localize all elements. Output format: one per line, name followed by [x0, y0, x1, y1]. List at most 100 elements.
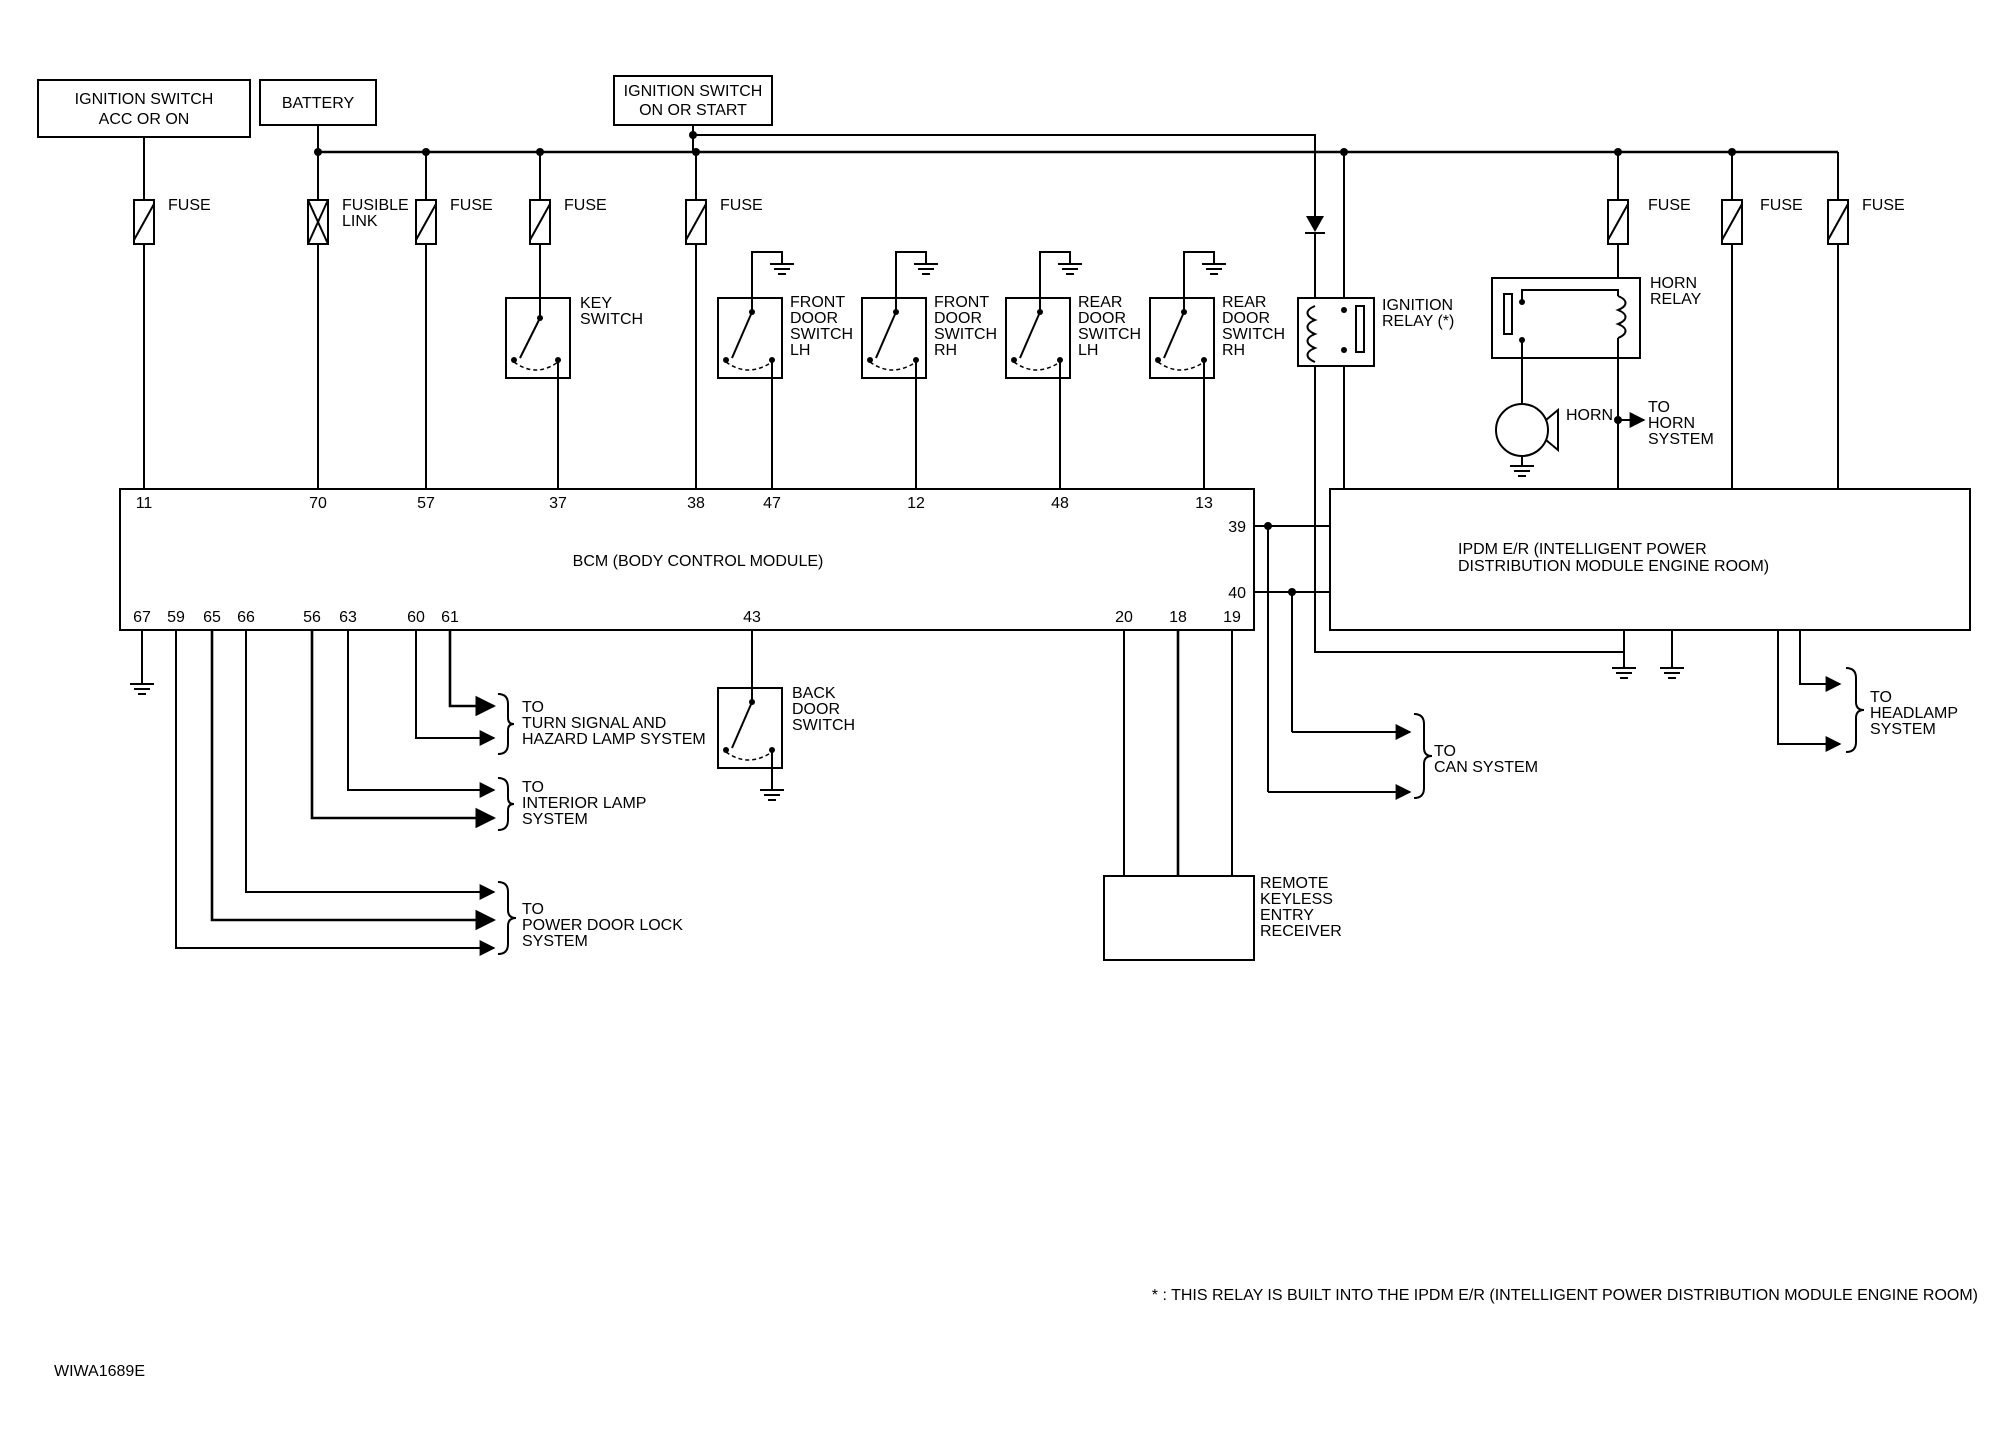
interior-brace — [497, 777, 515, 831]
to-lock-l1: TO — [522, 901, 544, 918]
back-door-switch — [717, 687, 784, 801]
to-lock-l3: SYSTEM — [522, 933, 588, 950]
pin-43: 43 — [743, 609, 761, 626]
ign-relay-l1: IGNITION — [1382, 297, 1453, 314]
to-can-l2: CAN SYSTEM — [1434, 759, 1538, 776]
back-door-l2: DOOR — [792, 701, 840, 718]
to-headlamp-l2: HEADLAMP — [1870, 705, 1958, 722]
pin-38: 38 — [687, 495, 705, 512]
rear-door-switch-lh — [1005, 251, 1082, 379]
headlamp-wire-1 — [1777, 630, 1842, 752]
relay-ground-wire — [1314, 366, 1624, 653]
to-turn-l1: TO — [522, 699, 544, 716]
rke-l3: ENTRY — [1260, 907, 1314, 924]
rd-lh-l1: REAR — [1078, 294, 1122, 311]
ipdm-label-2: DISTRIBUTION MODULE ENGINE ROOM) — [1458, 558, 1769, 575]
fuse-57 — [415, 199, 437, 245]
pin-37: 37 — [549, 495, 567, 512]
lock-wire-66 — [245, 630, 496, 900]
pin-19: 19 — [1223, 609, 1241, 626]
pin-70: 70 — [309, 495, 327, 512]
rd-lh-l3: SWITCH — [1078, 326, 1141, 343]
to-lock-l2: POWER DOOR LOCK — [522, 917, 683, 934]
fd-lh-l3: SWITCH — [790, 326, 853, 343]
pin-40: 40 — [1228, 585, 1246, 602]
interior-wire-63 — [347, 630, 496, 798]
headlamp-wire-2 — [1799, 630, 1842, 692]
rd-rh-l3: SWITCH — [1222, 326, 1285, 343]
to-can-l1: TO — [1434, 743, 1456, 760]
to-headlamp-l3: SYSTEM — [1870, 721, 1936, 738]
horn-label: HORN — [1566, 407, 1613, 424]
ign-start-line1: IGNITION SWITCH — [624, 83, 763, 100]
horn-relay-l1: HORN — [1650, 275, 1697, 292]
fuse-horn — [1607, 199, 1629, 245]
fusible-link-label-1: FUSIBLE — [342, 197, 409, 214]
footnote: * : THIS RELAY IS BUILT INTO THE IPDM E/… — [1152, 1287, 1978, 1304]
turn-brace — [497, 693, 515, 755]
fd-rh-l4: RH — [934, 342, 957, 359]
rd-rh-l2: DOOR — [1222, 310, 1270, 327]
rke-l2: KEYLESS — [1260, 891, 1333, 908]
ipdm-module: IPDM E/R (INTELLIGENT POWER DISTRIBUTION… — [1329, 488, 1971, 631]
turn-wire-61 — [448, 630, 497, 717]
pin-18: 18 — [1169, 609, 1187, 626]
rd-rh-l4: RH — [1222, 342, 1245, 359]
figure-id: WIWA1689E — [54, 1363, 145, 1380]
fd-rh-l3: SWITCH — [934, 326, 997, 343]
to-interior-l3: SYSTEM — [522, 811, 588, 828]
fuse-key-switch — [529, 199, 551, 245]
ignition-switch-start-box: IGNITION SWITCH ON OR START — [613, 75, 773, 126]
rd-rh-l1: REAR — [1222, 294, 1266, 311]
turn-wire-60 — [415, 630, 496, 746]
ipdm-ground-1 — [1612, 667, 1636, 679]
rke-l4: RECEIVER — [1260, 923, 1342, 940]
ignition-relay — [1297, 297, 1375, 367]
pin-60: 60 — [407, 609, 425, 626]
ignition-switch-acc-box: IGNITION SWITCH ACC OR ON — [37, 79, 251, 138]
ign-relay-l2: RELAY (*) — [1382, 313, 1454, 330]
can-brace — [1413, 713, 1433, 799]
to-interior-l2: INTERIOR LAMP — [522, 795, 646, 812]
pin-13: 13 — [1195, 495, 1213, 512]
fuse-label-2: FUSE — [450, 197, 493, 214]
to-horn-l1: TO — [1648, 399, 1670, 416]
rd-lh-l4: LH — [1078, 342, 1098, 359]
fuse-label-7: FUSE — [1862, 197, 1905, 214]
fuse-label-3: FUSE — [564, 197, 607, 214]
fuse-headlamp-1 — [1721, 199, 1743, 245]
back-door-l1: BACK — [792, 685, 836, 702]
horn-relay-l2: RELAY — [1650, 291, 1702, 308]
pin-65: 65 — [203, 609, 221, 626]
pin-61: 61 — [441, 609, 459, 626]
ign-start-line2: ON OR START — [639, 102, 747, 119]
rke-l1: REMOTE — [1260, 875, 1328, 892]
horn-icon — [1495, 403, 1559, 477]
fuse-headlamp-2 — [1827, 199, 1849, 245]
pin-57: 57 — [417, 495, 435, 512]
rd-lh-l2: DOOR — [1078, 310, 1126, 327]
battery-label: BATTERY — [282, 95, 355, 112]
fd-lh-l1: FRONT — [790, 294, 845, 311]
to-horn-l2: HORN — [1648, 415, 1695, 432]
fuse-label-1: FUSE — [168, 197, 211, 214]
to-headlamp-l1: TO — [1870, 689, 1892, 706]
pin-67: 67 — [133, 609, 151, 626]
bcm-label: BCM (BODY CONTROL MODULE) — [573, 553, 824, 570]
ign-acc-line2: ACC OR ON — [99, 111, 190, 128]
pin-66: 66 — [237, 609, 255, 626]
pin-11: 11 — [136, 495, 153, 512]
pin-12: 12 — [907, 495, 925, 512]
headlamp-brace — [1845, 667, 1865, 753]
horn-relay — [1491, 277, 1641, 359]
to-turn-l2: TURN SIGNAL AND — [522, 715, 666, 732]
pin-56: 56 — [303, 609, 321, 626]
to-turn-l3: HAZARD LAMP SYSTEM — [522, 731, 706, 748]
ipdm-ground-2 — [1660, 667, 1684, 679]
to-interior-l1: TO — [522, 779, 544, 796]
lock-brace — [497, 881, 517, 955]
bcm-ground — [130, 683, 154, 695]
fd-lh-l2: DOOR — [790, 310, 838, 327]
fusible-link-label-2: LINK — [342, 213, 378, 230]
key-switch-label-2: SWITCH — [580, 311, 643, 328]
